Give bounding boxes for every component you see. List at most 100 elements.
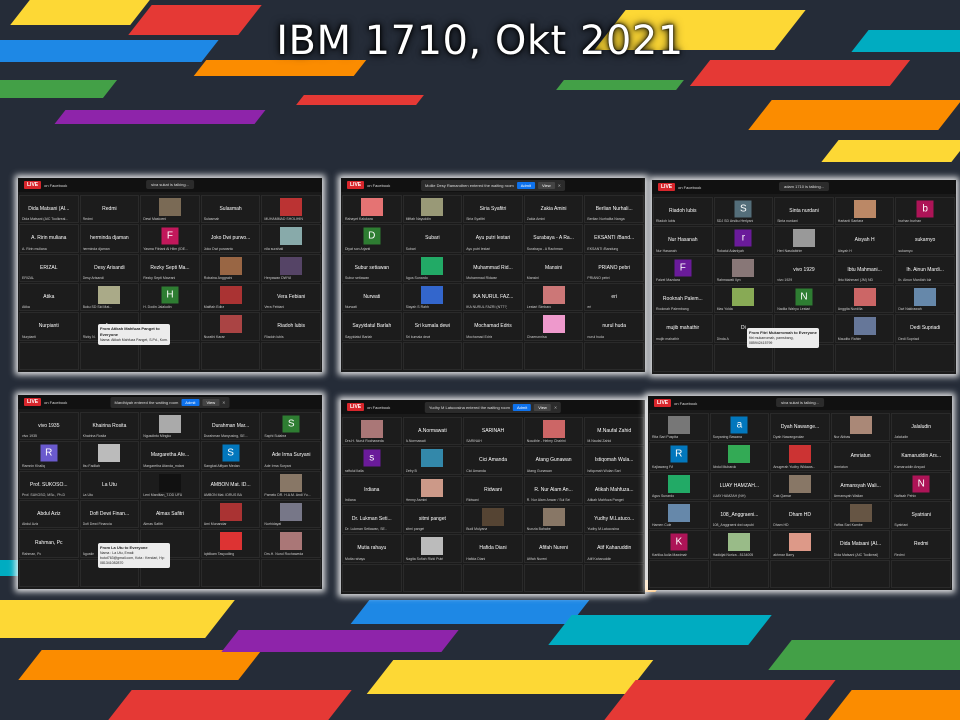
participant-tile[interactable]: Siayah S Rahh xyxy=(402,283,463,312)
participant-tile[interactable]: AMBON Mat. ID...AMBON Mat. IDRUS BA xyxy=(200,470,261,499)
participant-tile[interactable]: Margaretha Afe...Margaretha Afanda_mdani xyxy=(140,441,200,470)
participant-tile[interactable]: Dewi Mastoeni xyxy=(140,195,200,224)
participant-tile[interactable]: IKA NURUL FAZ...IKA NURUL FAZRI (NTT?) xyxy=(463,283,523,312)
participant-tile[interactable]: Rahmawati Ilyn xyxy=(713,255,774,284)
participant-tile[interactable]: Hadidjat Noriza - 8134005 xyxy=(709,530,770,559)
participant-tile[interactable]: Nunzia Bahabe xyxy=(523,505,584,534)
participant-tile[interactable]: 108_Anggraeni...108_Anggraeni dwi capubi xyxy=(709,501,770,530)
participant-tile[interactable]: Rahayet Kalukara xyxy=(342,195,402,224)
participant-tile[interactable]: Dwi Nakirawah xyxy=(895,285,955,314)
participant-tile[interactable]: Yudhy M.Latuco...Yudhy M.Latucosina xyxy=(584,505,644,534)
participant-tile[interactable]: Lestari Simbaro xyxy=(523,283,584,312)
participant-tile[interactable]: Miftah Nayuddin xyxy=(402,195,463,224)
participant-tile[interactable]: Maiftah Edira xyxy=(200,283,261,312)
participant-tile[interactable]: Dyah Nawange...Dyah Nawangwulan xyxy=(770,413,830,442)
participant-tile[interactable]: Agus Sunardo xyxy=(649,471,709,500)
participant-tile[interactable]: Rooknah Palem...Rooknah Palembang xyxy=(653,285,713,314)
participant-tile[interactable]: Drs.H. Nurul Rochaweda xyxy=(261,529,321,558)
participant-tile[interactable]: Dr. Lukman Seti...Dr. Lukman Setiawan, S… xyxy=(342,505,402,534)
participant-tile[interactable]: Istiqomah Wula...Istiqomah Wulan Sari xyxy=(584,446,644,475)
view-button[interactable]: View xyxy=(202,399,220,406)
participant-tile[interactable]: Ngusdinto Mingko xyxy=(140,412,200,441)
admit-button[interactable]: Admit xyxy=(512,404,532,411)
participant-tile[interactable]: Mas Yolda xyxy=(713,285,774,314)
participant-tile[interactable]: Durahman Mar...Durahman Manyusing, SE... xyxy=(200,412,261,441)
close-icon[interactable]: ✕ xyxy=(222,400,226,405)
participant-tile[interactable]: Armansyah Wali...Armansyah Walian xyxy=(830,471,891,500)
participant-tile[interactable]: Rezky Septi Ma...Rezky Septi Mavrani xyxy=(140,253,200,282)
close-icon[interactable]: ✕ xyxy=(557,183,561,188)
participant-tile[interactable]: Henny Asmini xyxy=(402,475,463,504)
participant-tile[interactable]: Ibtu Mahmani...Ibtu Mahmani (JM) ND xyxy=(834,255,895,284)
participant-tile[interactable]: Dida Matsani (AI...Dida Matsani (AIC Too… xyxy=(19,195,79,224)
participant-tile[interactable]: Cak Qamar xyxy=(770,471,830,500)
admit-button[interactable]: Admit xyxy=(516,182,535,189)
participant-tile[interactable]: Anugerah Yudhy Widawa... xyxy=(770,442,830,471)
participant-tile[interactable]: Nurathi Karan xyxy=(200,312,261,341)
participant-tile[interactable]: Anggita Nurdilla xyxy=(834,285,895,314)
participant-tile[interactable]: Yaffas Sari Kambe xyxy=(830,501,891,530)
participant-tile[interactable]: Muhammad Rid...Muhammad Ridwan xyxy=(463,253,523,282)
participant-tile[interactable]: Heryawan DWYA xyxy=(261,253,321,282)
participant-tile[interactable]: Dida Matsani (AI...Dida Matsani (AIC Too… xyxy=(830,530,891,559)
participant-tile[interactable]: Nur Abbas xyxy=(830,413,891,442)
admit-button[interactable]: Admit xyxy=(181,399,200,406)
participant-tile[interactable]: Heri Nasdabirim xyxy=(774,226,834,255)
participant-tile[interactable]: Noudhle - Helmy Chairini xyxy=(523,417,584,446)
participant-tile[interactable]: Berlian Nurhali...Berlian Nurhalita Nang… xyxy=(584,195,644,224)
participant-tile[interactable]: Dofi Dewi Finan...Dofi Dewi Financia xyxy=(79,500,140,529)
participant-tile[interactable]: Nurhidayat xyxy=(261,500,321,529)
participant-tile[interactable]: Budi Mulyana xyxy=(463,505,523,534)
participant-tile[interactable]: Buku SD Sid Mat... xyxy=(79,283,140,312)
participant-tile[interactable]: Abdul Mubarok xyxy=(709,442,770,471)
participant-tile[interactable]: Chaerunnisa xyxy=(523,312,584,341)
participant-tile[interactable]: Agus Sunardo xyxy=(402,253,463,282)
